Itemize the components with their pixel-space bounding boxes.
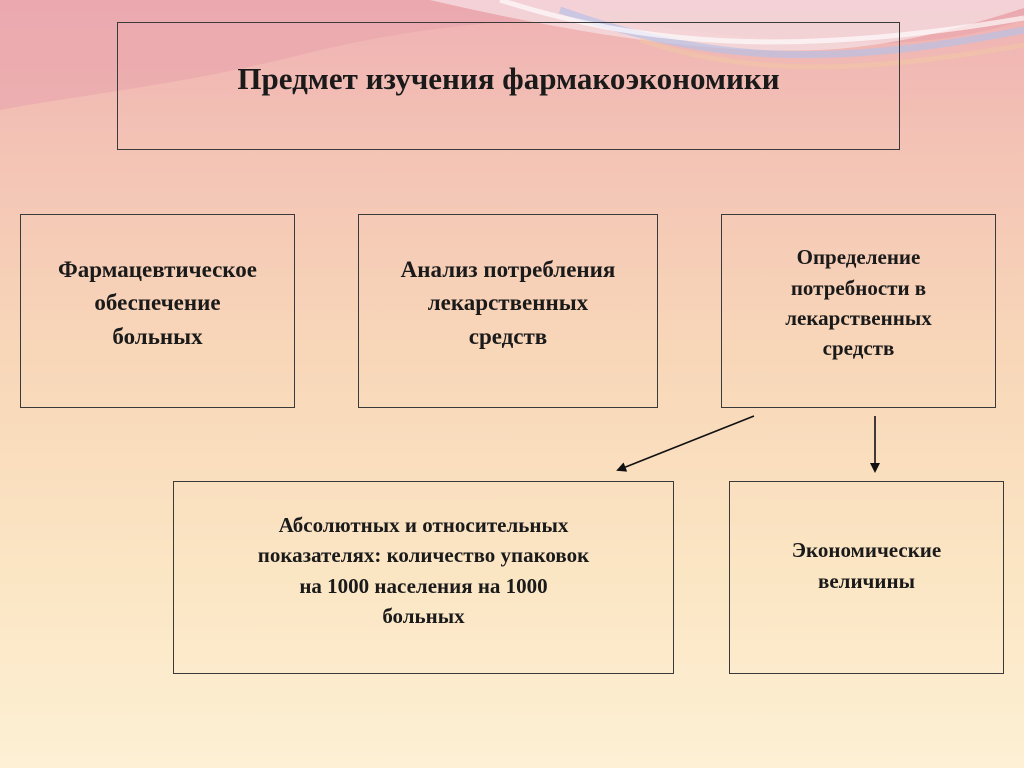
decorative-waves (0, 0, 1024, 110)
arrow-to-indicators (616, 415, 755, 472)
box-demand-determination-label: Определение потребности в лекарственных … (785, 245, 932, 361)
box-pharma-supply: Фармацевтическое обеспечение больных (20, 214, 295, 408)
box-pharma-supply-label: Фармацевтическое обеспечение больных (58, 256, 257, 349)
box-absolute-relative-indicators: Абсолютных и относительных показателях: … (173, 481, 674, 674)
box-economic-values-label: Экономические величины (791, 538, 942, 593)
box-economic-values: Экономические величины (729, 481, 1004, 674)
page-title: Предмет изучения фармакоэкономики (237, 61, 780, 96)
box-demand-determination: Определение потребности в лекарственных … (721, 214, 996, 408)
box-consumption-analysis-label: Анализ потребления лекарственных средств (400, 256, 616, 349)
title-box: Предмет изучения фармакоэкономики (117, 22, 900, 150)
box-consumption-analysis: Анализ потребления лекарственных средств (358, 214, 658, 408)
box-absolute-relative-indicators-label: Абсолютных и относительных показателях: … (257, 512, 590, 628)
